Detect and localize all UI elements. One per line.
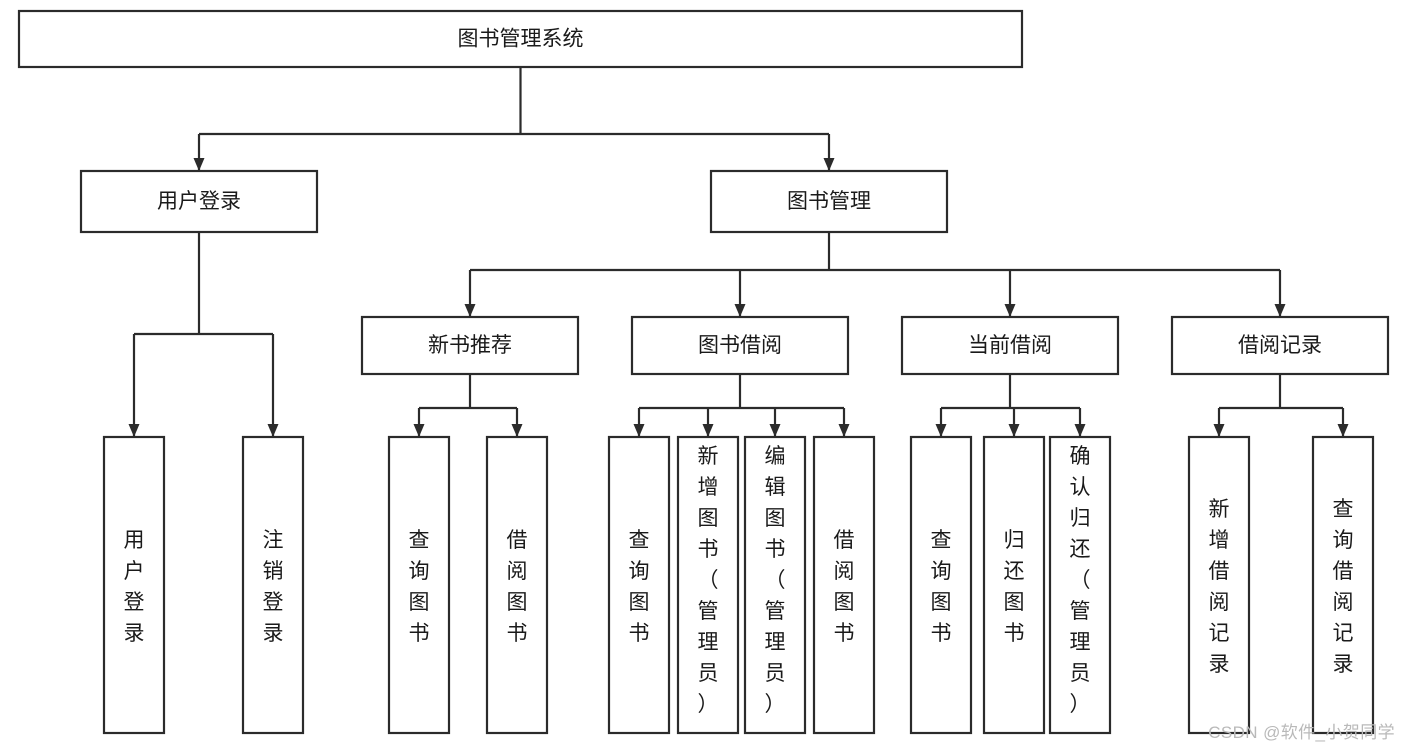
node-leaf-return-book[interactable]: 归还图书	[982, 435, 1046, 735]
node-box-book-manage	[709, 169, 949, 234]
node-leaf-borrow-book-1[interactable]: 借阅图书	[485, 435, 549, 735]
node-leaf-user-login[interactable]: 用户登录	[102, 435, 166, 735]
node-label-book-manage: 图书管理	[787, 190, 871, 213]
arrow-head-icon	[1274, 304, 1286, 317]
node-label-user-login: 用户登录	[157, 190, 241, 213]
arrow-head-icon	[1213, 424, 1225, 437]
connector-layer	[128, 67, 1349, 437]
node-leaf-user-logout[interactable]: 注销登录	[241, 435, 305, 735]
arrow-head-icon	[823, 158, 835, 171]
node-box-leaf-query-book-2	[607, 435, 671, 735]
arrow-head-icon	[769, 424, 781, 437]
node-leaf-query-book-2[interactable]: 查询图书	[607, 435, 671, 735]
node-box-current-borrow	[900, 315, 1120, 376]
node-leaf-add-book[interactable]: 新增图书（管理员）	[676, 435, 740, 735]
arrow-head-icon	[1074, 424, 1086, 437]
node-leaf-borrow-book-2[interactable]: 借阅图书	[812, 435, 876, 735]
node-box-leaf-borrow-book-2	[812, 435, 876, 735]
node-label-leaf-user-logout: 注销登录	[263, 529, 284, 645]
node-layer: 图书管理系统用户登录图书管理新书推荐图书借阅当前借阅借阅记录用户登录注销登录查询…	[17, 9, 1390, 735]
node-label-new-book-rec: 新书推荐	[428, 334, 512, 357]
arrow-head-icon	[267, 424, 279, 437]
node-label-leaf-edit-book: 编辑图书（管理员）	[765, 445, 786, 716]
node-leaf-query-book-3[interactable]: 查询图书	[909, 435, 973, 735]
arrow-head-icon	[128, 424, 140, 437]
node-box-leaf-user-logout	[241, 435, 305, 735]
node-leaf-confirm-return[interactable]: 确认归还（管理员）	[1048, 435, 1112, 735]
node-user-login[interactable]: 用户登录	[79, 169, 319, 234]
node-label-root: 图书管理系统	[458, 28, 584, 51]
node-box-new-book-rec	[360, 315, 580, 376]
node-box-leaf-add-book	[676, 435, 740, 735]
node-box-leaf-borrow-book-1	[485, 435, 549, 735]
node-leaf-query-record[interactable]: 查询借阅记录	[1311, 435, 1375, 735]
node-label-borrow-record: 借阅记录	[1238, 334, 1322, 357]
node-label-leaf-confirm-return: 确认归还（管理员）	[1070, 445, 1091, 716]
node-leaf-add-record[interactable]: 新增借阅记录	[1187, 435, 1251, 735]
arrow-head-icon	[464, 304, 476, 317]
node-borrow-record[interactable]: 借阅记录	[1170, 315, 1390, 376]
node-label-leaf-borrow-book-2: 借阅图书	[834, 529, 855, 645]
node-box-leaf-user-login	[102, 435, 166, 735]
node-box-borrow-record	[1170, 315, 1390, 376]
csdn-watermark: CSDN @软件_小贺同学	[1208, 723, 1395, 742]
node-leaf-query-book-1[interactable]: 查询图书	[387, 435, 451, 735]
node-leaf-edit-book[interactable]: 编辑图书（管理员）	[743, 435, 807, 735]
node-label-leaf-add-book: 新增图书（管理员）	[698, 445, 719, 716]
node-label-leaf-query-book-3: 查询图书	[931, 529, 952, 645]
node-book-borrow[interactable]: 图书借阅	[630, 315, 850, 376]
node-label-current-borrow: 当前借阅	[968, 334, 1052, 357]
arrow-head-icon	[702, 424, 714, 437]
arrow-head-icon	[1008, 424, 1020, 437]
node-box-user-login	[79, 169, 319, 234]
node-label-leaf-return-book: 归还图书	[1004, 529, 1025, 645]
arrow-head-icon	[193, 158, 205, 171]
node-box-book-borrow	[630, 315, 850, 376]
node-label-leaf-query-record: 查询借阅记录	[1333, 498, 1354, 676]
arrow-head-icon	[935, 424, 947, 437]
node-label-leaf-user-login: 用户登录	[124, 529, 145, 645]
node-root[interactable]: 图书管理系统	[17, 9, 1024, 69]
arrow-head-icon	[413, 424, 425, 437]
node-book-manage[interactable]: 图书管理	[709, 169, 949, 234]
node-box-leaf-edit-book	[743, 435, 807, 735]
arrow-head-icon	[511, 424, 523, 437]
node-box-root	[17, 9, 1024, 69]
arrow-head-icon	[633, 424, 645, 437]
node-box-leaf-query-record	[1311, 435, 1375, 735]
node-label-book-borrow: 图书借阅	[698, 334, 782, 357]
node-label-leaf-add-record: 新增借阅记录	[1209, 498, 1230, 676]
node-box-leaf-return-book	[982, 435, 1046, 735]
node-current-borrow[interactable]: 当前借阅	[900, 315, 1120, 376]
node-box-leaf-confirm-return	[1048, 435, 1112, 735]
node-box-leaf-add-record	[1187, 435, 1251, 735]
node-box-leaf-query-book-3	[909, 435, 973, 735]
arrow-head-icon	[1337, 424, 1349, 437]
node-label-leaf-query-book-2: 查询图书	[629, 529, 650, 645]
node-label-leaf-borrow-book-1: 借阅图书	[507, 529, 528, 645]
node-label-leaf-query-book-1: 查询图书	[409, 529, 430, 645]
node-new-book-rec[interactable]: 新书推荐	[360, 315, 580, 376]
arrow-head-icon	[838, 424, 850, 437]
arrow-head-icon	[734, 304, 746, 317]
arrow-head-icon	[1004, 304, 1016, 317]
node-box-leaf-query-book-1	[387, 435, 451, 735]
